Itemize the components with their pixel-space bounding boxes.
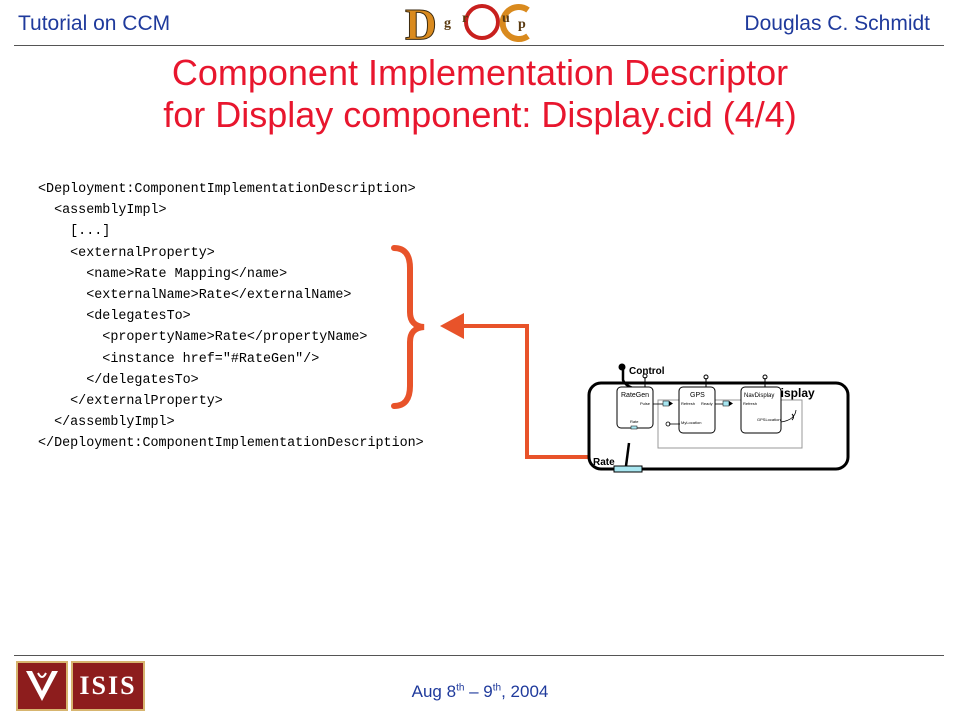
- code-line: </externalProperty>: [38, 394, 223, 410]
- rate-connector: [624, 442, 631, 467]
- code-line: <delegatesTo>: [38, 309, 191, 325]
- date-year: , 2004: [501, 682, 549, 701]
- isis-logo-text: ISIS: [79, 671, 137, 700]
- code-line: <externalName>Rate</externalName>: [38, 288, 352, 304]
- logo-letter-r: r: [462, 11, 468, 26]
- logo-letter-g: g: [444, 16, 451, 31]
- code-line: <propertyName>Rate</propertyName>: [38, 330, 368, 346]
- code-line: </assemblyImpl>: [38, 415, 175, 431]
- rategen-name: RateGen: [621, 392, 649, 399]
- arrow-head: [440, 313, 464, 339]
- slide-title: Component Implementation Descriptor for …: [0, 52, 960, 136]
- logo-letter-u: u: [502, 11, 510, 26]
- gps-box: [678, 386, 716, 434]
- rategen-port-label: Pulse: [640, 401, 651, 406]
- inner-frame: [657, 399, 803, 449]
- rate-port: [613, 465, 643, 473]
- right-brace: [391, 245, 425, 409]
- code-line: <name>Rate Mapping</name>: [38, 266, 288, 282]
- date-end: – 9: [464, 682, 493, 701]
- logo-letter-p: p: [518, 17, 526, 32]
- control-label: Control: [629, 366, 665, 377]
- vanderbilt-logo: [16, 661, 68, 711]
- date-start-suffix: th: [456, 682, 465, 694]
- isis-logo: ISIS: [71, 661, 145, 711]
- navdisplay-port-label: Refresh: [743, 401, 757, 406]
- date-start: Aug 8: [411, 682, 457, 701]
- code-line: <Deployment:ComponentImplementationDescr…: [38, 182, 416, 197]
- footer-date: Aug 8th – 9th, 2004: [0, 682, 960, 702]
- xml-code-block: <Deployment:ComponentImplementationDescr…: [38, 179, 424, 455]
- footer-divider: [14, 655, 944, 656]
- delegation-arrow: [462, 324, 595, 459]
- display-label: Display: [772, 386, 815, 400]
- gps-port-label: Refresh: [681, 401, 695, 406]
- code-line: [...]: [38, 224, 111, 240]
- doc-group-logo: D g r u p: [405, 0, 530, 46]
- code-line: <instance href="#RateGen"/>: [38, 351, 320, 367]
- code-line: <externalProperty>: [38, 245, 215, 261]
- gps-port-label: MyLocation: [681, 420, 701, 425]
- header-divider: [14, 45, 944, 46]
- header-left-text: Tutorial on CCM: [18, 12, 171, 35]
- gps-port-label: Ready: [701, 401, 713, 406]
- navdisplay-port-label: GPSLocation: [757, 417, 781, 422]
- navdisplay-name: NavDisplay: [744, 393, 774, 399]
- date-end-suffix: th: [492, 682, 502, 694]
- title-line-2: for Display component: Display.cid (4/4): [163, 94, 797, 135]
- header-right-text: Douglas C. Schmidt: [744, 12, 930, 35]
- navdisplay-box: [740, 386, 782, 434]
- code-line: <assemblyImpl>: [38, 203, 167, 219]
- rate-label: Rate: [593, 457, 615, 468]
- code-line: </Deployment:ComponentImplementationDesc…: [38, 436, 424, 452]
- control-port-icon: [618, 363, 626, 371]
- rategen-port-label: Rate: [630, 419, 639, 424]
- svg-text:D: D: [405, 0, 437, 46]
- code-line: </delegatesTo>: [38, 372, 199, 388]
- gps-name: GPS: [690, 392, 705, 399]
- title-line-1: Component Implementation Descriptor: [171, 52, 789, 93]
- vanderbilt-v-icon: [26, 671, 58, 701]
